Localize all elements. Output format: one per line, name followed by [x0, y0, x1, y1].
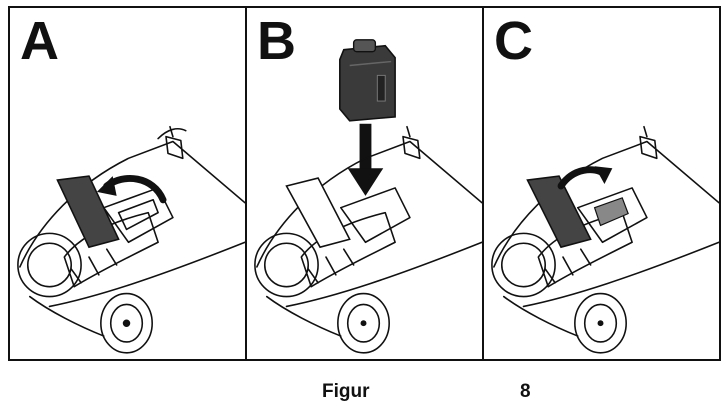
battery-icon [339, 39, 396, 122]
mower-illustration-a [17, 125, 245, 354]
battery-flap [526, 175, 592, 249]
panel-letter-a: A [20, 11, 59, 71]
figure-caption: Figur 8 [0, 381, 728, 405]
mower-illustration-b [254, 39, 482, 354]
down-arrow-icon [347, 123, 384, 196]
panel-letter-b: B [257, 11, 296, 71]
curved-arrow-icon [96, 175, 167, 204]
battery-flap [56, 175, 120, 249]
caption-number: 8 [520, 381, 531, 402]
caption-word: Figur [322, 381, 370, 402]
panel-a: A [10, 8, 245, 359]
curved-arrow-icon [557, 166, 613, 190]
battery-flap [285, 177, 351, 249]
panel-c: C [482, 8, 719, 359]
mower-illustration-c [491, 125, 719, 354]
figure-panels: A [8, 6, 721, 361]
panel-letter-c: C [494, 11, 533, 71]
panel-b: B [245, 8, 482, 359]
